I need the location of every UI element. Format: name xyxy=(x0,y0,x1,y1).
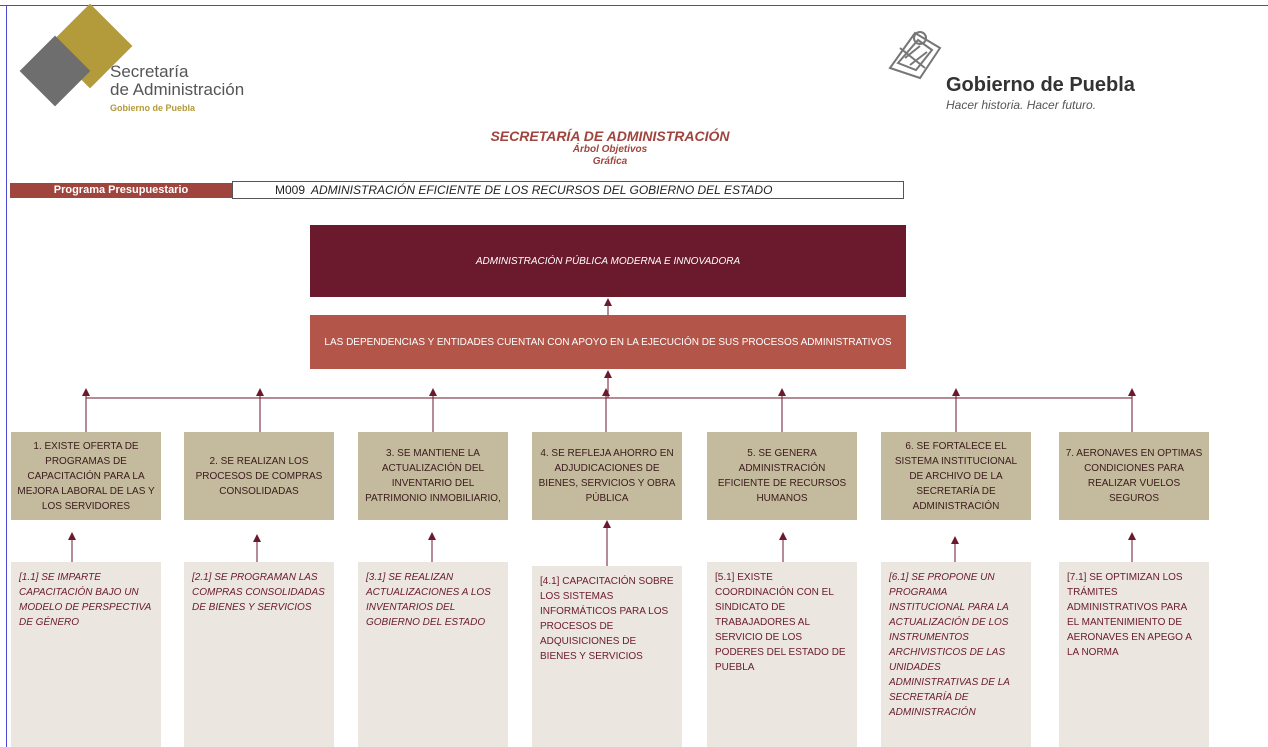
frame-top-line xyxy=(0,5,1268,6)
logo-text-line3: Gobierno de Puebla xyxy=(110,103,196,113)
gobierno-emblem-icon xyxy=(888,31,942,80)
activity-box-4: [4.1] CAPACITACIÓN SOBRE LOS SISTEMAS IN… xyxy=(532,566,682,747)
component-box-5: 5. SE GENERA ADMINISTRACIÓN EFICIENTE DE… xyxy=(707,432,857,520)
page-title: SECRETARÍA DE ADMINISTRACIÓN xyxy=(490,128,730,144)
logo-text-line1: Secretaría xyxy=(110,62,189,81)
fin-box: ADMINISTRACIÓN PÚBLICA MODERNA E INNOVAD… xyxy=(310,225,906,297)
fin-text: ADMINISTRACIÓN PÚBLICA MODERNA E INNOVAD… xyxy=(475,255,741,267)
program-box: M009 ADMINISTRACIÓN EFICIENTE DE LOS REC… xyxy=(232,181,904,199)
gobierno-name: Gobierno de Puebla xyxy=(946,74,1135,96)
activity-box-7: [7.1] SE OPTIMIZAN LOS TRÁMITES ADMINIST… xyxy=(1059,562,1209,747)
activity-text-2: [2.1] SE PROGRAMAN LAS COMPRAS CONSOLIDA… xyxy=(192,572,325,613)
activity-box-6: [6.1] SE PROPONE UN PROGRAMA INSTITUCION… xyxy=(881,562,1031,747)
activity-box-1: [1.1] SE IMPARTE CAPACITACIÓN BAJO UN MO… xyxy=(11,562,161,747)
component-text-4: 4. SE REFLEJA AHORRO EN ADJUDICACIONES D… xyxy=(538,448,676,504)
page-subtitle-1: Árbol Objetivos xyxy=(572,144,648,155)
component-box-3: 3. SE MANTIENE LA ACTUALIZACIÓN DEL INVE… xyxy=(358,432,508,520)
component-text-7: 7. AERONAVES EN OPTIMAS CONDICIONES PARA… xyxy=(1065,448,1203,504)
component-box-4: 4. SE REFLEJA AHORRO EN ADJUDICACIONES D… xyxy=(532,432,682,520)
activity-text-1: [1.1] SE IMPARTE CAPACITACIÓN BAJO UN MO… xyxy=(19,572,151,628)
page-subtitle-2: Gráfica xyxy=(592,156,628,167)
proposito-box: LAS DEPENDENCIAS Y ENTIDADES CUENTAN CON… xyxy=(310,315,906,369)
activity-text-7: [7.1] SE OPTIMIZAN LOS TRÁMITES ADMINIST… xyxy=(1067,572,1192,658)
component-box-6: 6. SE FORTALECE EL SISTEMA INSTITUCIONAL… xyxy=(881,432,1031,520)
activity-text-6: [6.1] SE PROPONE UN PROGRAMA INSTITUCION… xyxy=(889,572,1010,718)
activity-box-3: [3.1] SE REALIZAN ACTUALIZACIONES A LOS … xyxy=(358,562,508,747)
component-text-1: 1. EXISTE OFERTA DE PROGRAMAS DE CAPACIT… xyxy=(17,440,155,512)
header-titles: SECRETARÍA DE ADMINISTRACIÓN Árbol Objet… xyxy=(400,128,820,168)
component-text-5: 5. SE GENERA ADMINISTRACIÓN EFICIENTE DE… xyxy=(717,448,847,504)
program-code: M009 xyxy=(275,183,306,197)
activity-text-3: [3.1] SE REALIZAN ACTUALIZACIONES A LOS … xyxy=(366,572,491,628)
component-box-1: 1. EXISTE OFERTA DE PROGRAMAS DE CAPACIT… xyxy=(11,432,161,520)
component-text-6: 6. SE FORTALECE EL SISTEMA INSTITUCIONAL… xyxy=(894,440,1018,512)
logo-text-line2: de Administración xyxy=(110,80,245,99)
component-text-3: 3. SE MANTIENE LA ACTUALIZACIÓN DEL INVE… xyxy=(365,448,501,504)
gobierno-logo: Gobierno de Puebla Hacer historia. Hacer… xyxy=(880,18,1140,118)
activity-text-5: [5.1] EXISTE COORDINACIÓN CON EL SINDICA… xyxy=(715,572,846,673)
proposito-text: LAS DEPENDENCIAS Y ENTIDADES CUENTAN CON… xyxy=(324,336,892,348)
component-box-2: 2. SE REALIZAN LOS PROCESOS DE COMPRAS C… xyxy=(184,432,334,520)
activity-text-4: [4.1] CAPACITACIÓN SOBRE LOS SISTEMAS IN… xyxy=(540,576,674,662)
frame-left-line xyxy=(6,5,7,747)
secretaria-logo: Secretaría de Administración Gobierno de… xyxy=(19,3,262,114)
activity-box-5: [5.1] EXISTE COORDINACIÓN CON EL SINDICA… xyxy=(707,562,857,747)
activity-box-2: [2.1] SE PROGRAMAN LAS COMPRAS CONSOLIDA… xyxy=(184,562,334,747)
gobierno-slogan: Hacer historia. Hacer futuro. xyxy=(946,98,1097,112)
component-text-2: 2. SE REALIZAN LOS PROCESOS DE COMPRAS C… xyxy=(195,455,323,497)
component-box-7: 7. AERONAVES EN OPTIMAS CONDICIONES PARA… xyxy=(1059,432,1209,520)
program-label: Programa Presupuestario xyxy=(10,183,232,198)
program-name: ADMINISTRACIÓN EFICIENTE DE LOS RECURSOS… xyxy=(311,183,773,197)
